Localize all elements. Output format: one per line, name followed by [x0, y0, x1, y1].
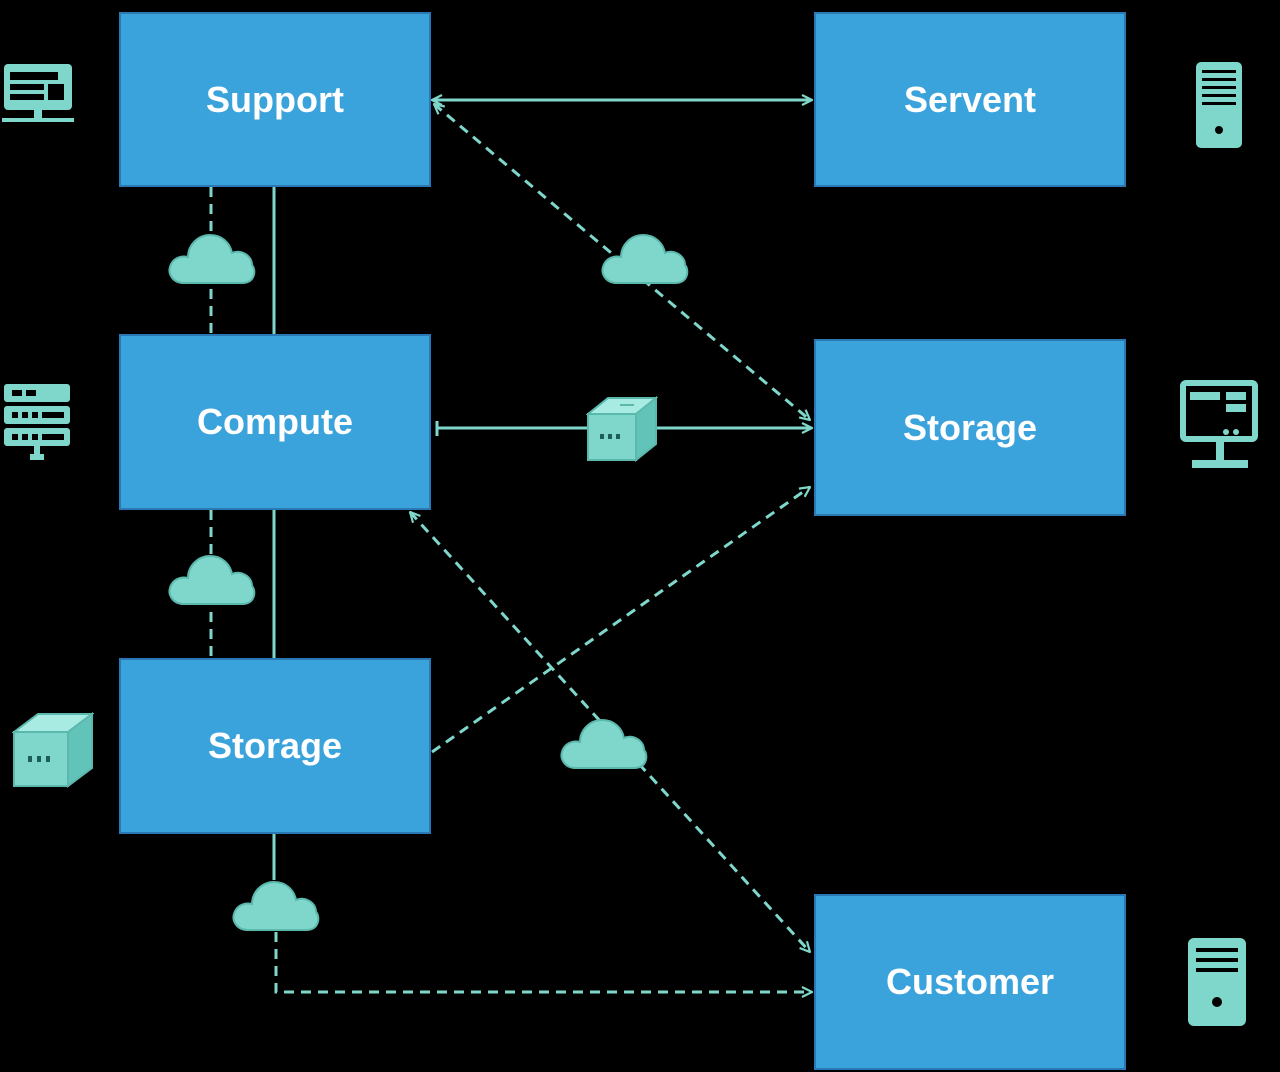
compute-label: Compute	[197, 401, 353, 442]
storage-right-box[interactable]: Storage	[814, 339, 1126, 516]
cloud-icon	[168, 233, 256, 284]
monitor-icon	[2, 64, 74, 122]
servent-box[interactable]: Servent	[814, 12, 1126, 187]
cloud-icon	[601, 233, 689, 284]
box-icon	[586, 396, 658, 463]
storage-left-label: Storage	[207, 725, 343, 766]
server-rack-icon	[4, 384, 70, 460]
tower-server-icon	[1196, 62, 1242, 148]
desktop-computer-icon	[1180, 380, 1258, 468]
box-icon	[12, 712, 94, 788]
cloud-icon	[168, 554, 256, 605]
connector-storage-left-storage-right	[431, 487, 810, 754]
connector-storage-left-customer-dashed	[274, 932, 812, 992]
storage-left-box[interactable]: Storage	[119, 658, 431, 834]
customer-box[interactable]: Customer	[814, 894, 1126, 1070]
servent-label: Servent	[903, 78, 1037, 120]
customer-label: Customer	[885, 961, 1055, 1002]
cloud-icon	[232, 880, 320, 931]
support-label: Support	[206, 78, 344, 120]
support-box[interactable]: Support	[119, 12, 431, 187]
storage-right-label: Storage	[902, 406, 1038, 448]
compute-box[interactable]: Compute	[119, 334, 431, 510]
cloud-icon	[560, 718, 648, 769]
tower-server-icon	[1188, 938, 1246, 1026]
